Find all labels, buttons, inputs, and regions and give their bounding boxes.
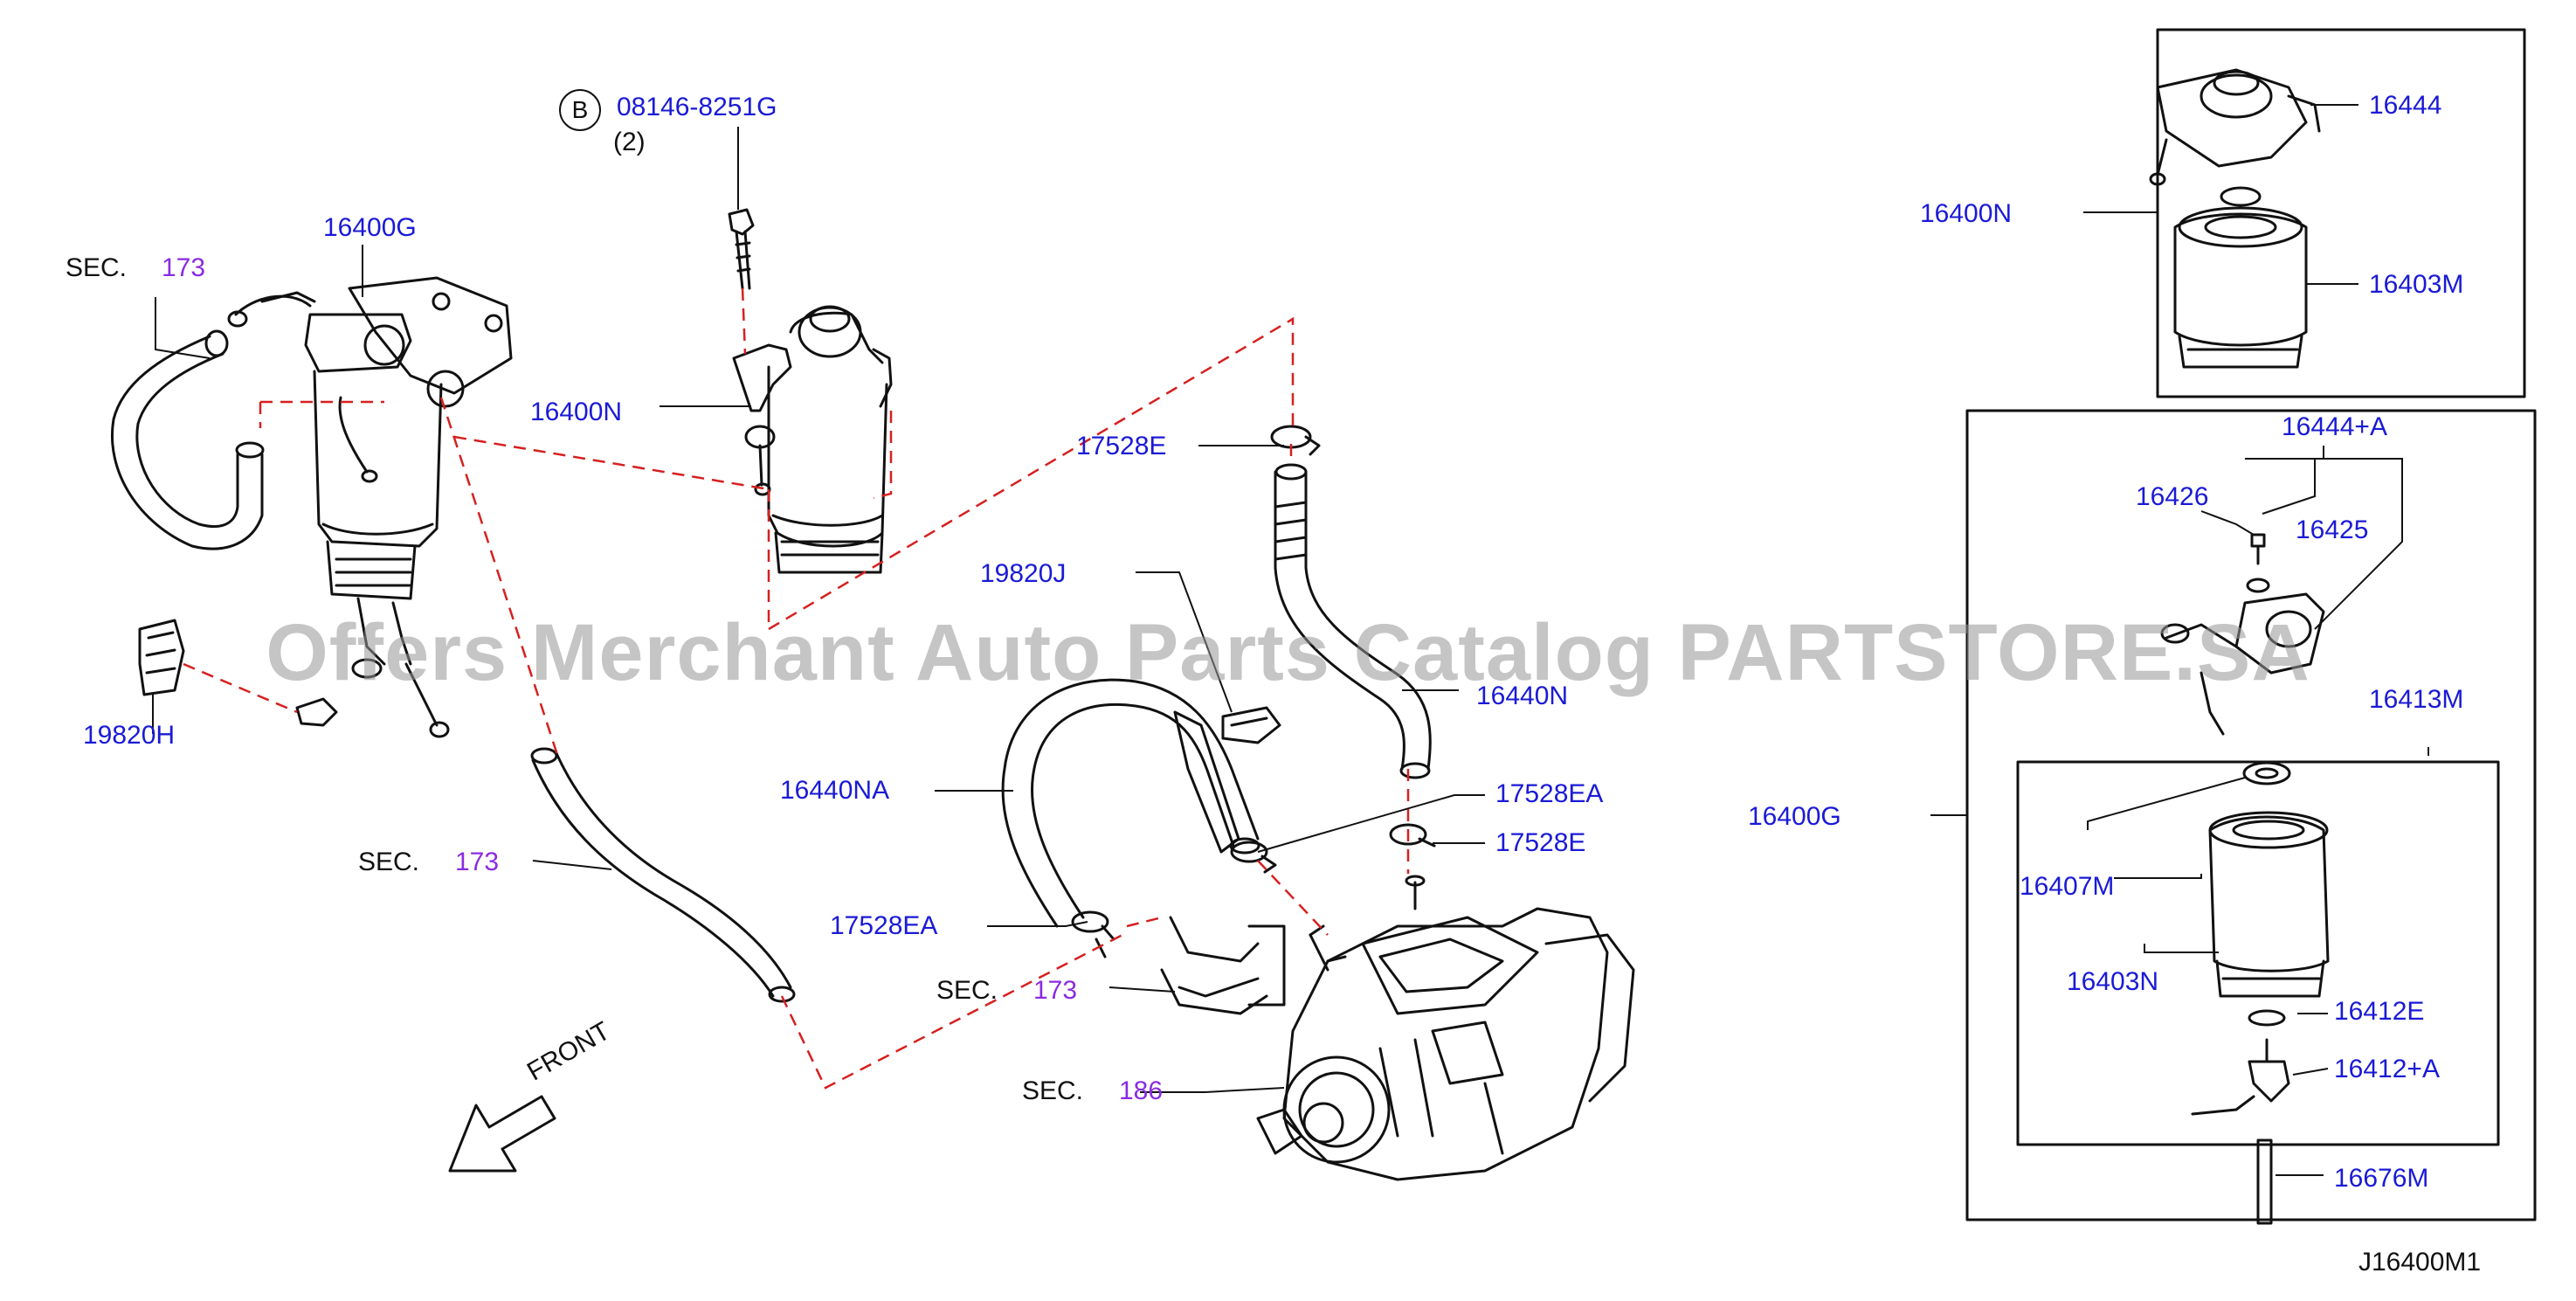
label-box2-16412a[interactable]: 16412+A xyxy=(2334,1055,2440,1083)
label-sec-a-num[interactable]: 173 xyxy=(162,253,206,282)
hose-clamps xyxy=(1071,425,1436,958)
label-16440n[interactable]: 16440N xyxy=(1476,682,1569,710)
label-17528ea-right[interactable]: 17528EA xyxy=(1495,779,1604,808)
bolt-callout-circle: B xyxy=(559,89,601,131)
label-sec-d-num[interactable]: 186 xyxy=(1119,1076,1164,1105)
label-sec-b-num[interactable]: 173 xyxy=(455,848,500,876)
front-arrow xyxy=(448,1095,556,1173)
label-box1-16400n[interactable]: 16400N xyxy=(1920,199,2013,228)
fuel-filter-center xyxy=(728,208,893,574)
hose-16440na xyxy=(1001,678,1260,928)
label-16400n-main[interactable]: 16400N xyxy=(530,398,623,426)
watermark-text: Offers Merchant Auto Parts Catalog PARTS… xyxy=(266,608,2310,697)
label-sec-b: SEC. xyxy=(358,848,420,876)
clip-19820h xyxy=(138,619,338,727)
clip-19820j xyxy=(1221,706,1281,744)
label-sec-d: SEC. xyxy=(1022,1076,1084,1105)
label-box1-16403m[interactable]: 16403M xyxy=(2369,270,2464,299)
label-box2-16413m[interactable]: 16413M xyxy=(2369,685,2464,714)
injection-pump xyxy=(1256,875,1635,1181)
label-box2-16676m[interactable]: 16676M xyxy=(2334,1164,2429,1193)
label-08146-8251g[interactable]: 08146-8251G xyxy=(617,93,777,121)
label-sec-c: SEC. xyxy=(936,976,998,1005)
label-box1-16444[interactable]: 16444 xyxy=(2369,91,2442,120)
label-box2-16444a[interactable]: 16444+A xyxy=(2282,412,2387,441)
label-17528ea-left[interactable]: 17528EA xyxy=(830,911,938,940)
label-17528e-top[interactable]: 17528E xyxy=(1076,432,1167,460)
diagram-code: J16400M1 xyxy=(2358,1248,2482,1277)
pipes-sec-173 xyxy=(1160,916,1329,1015)
box2-inner-frame xyxy=(2016,760,2500,1146)
dashed-connectors xyxy=(183,287,1410,1090)
return-hose-left xyxy=(111,329,265,550)
label-box2-16400g[interactable]: 16400G xyxy=(1748,802,1841,831)
box1-frame xyxy=(2156,28,2526,398)
label-16400g-top[interactable]: 16400G xyxy=(323,213,417,242)
label-box2-16412e[interactable]: 16412E xyxy=(2334,997,2425,1026)
label-sec-c-num[interactable]: 173 xyxy=(1033,976,1078,1005)
hose-16440n xyxy=(1274,463,1432,779)
label-17528e-right[interactable]: 17528E xyxy=(1495,828,1586,857)
hose-diagonal xyxy=(530,747,796,1003)
label-box2-16426[interactable]: 16426 xyxy=(2136,482,2209,511)
label-box2-16403n[interactable]: 16403N xyxy=(2067,967,2159,996)
box1-parts xyxy=(2149,68,2321,369)
label-qty-2: (2) xyxy=(613,128,646,156)
label-19820h[interactable]: 19820H xyxy=(83,721,176,750)
leader-lines xyxy=(152,104,2429,1176)
label-box2-16425[interactable]: 16425 xyxy=(2296,516,2369,544)
label-16440na[interactable]: 16440NA xyxy=(780,776,890,805)
fuel-filter-assembly-left xyxy=(227,276,513,738)
label-sec-a: SEC. xyxy=(66,253,128,282)
label-19820j[interactable]: 19820J xyxy=(980,559,1067,588)
label-box2-16407m[interactable]: 16407M xyxy=(2020,872,2115,901)
box2-parts xyxy=(2160,533,2330,1225)
